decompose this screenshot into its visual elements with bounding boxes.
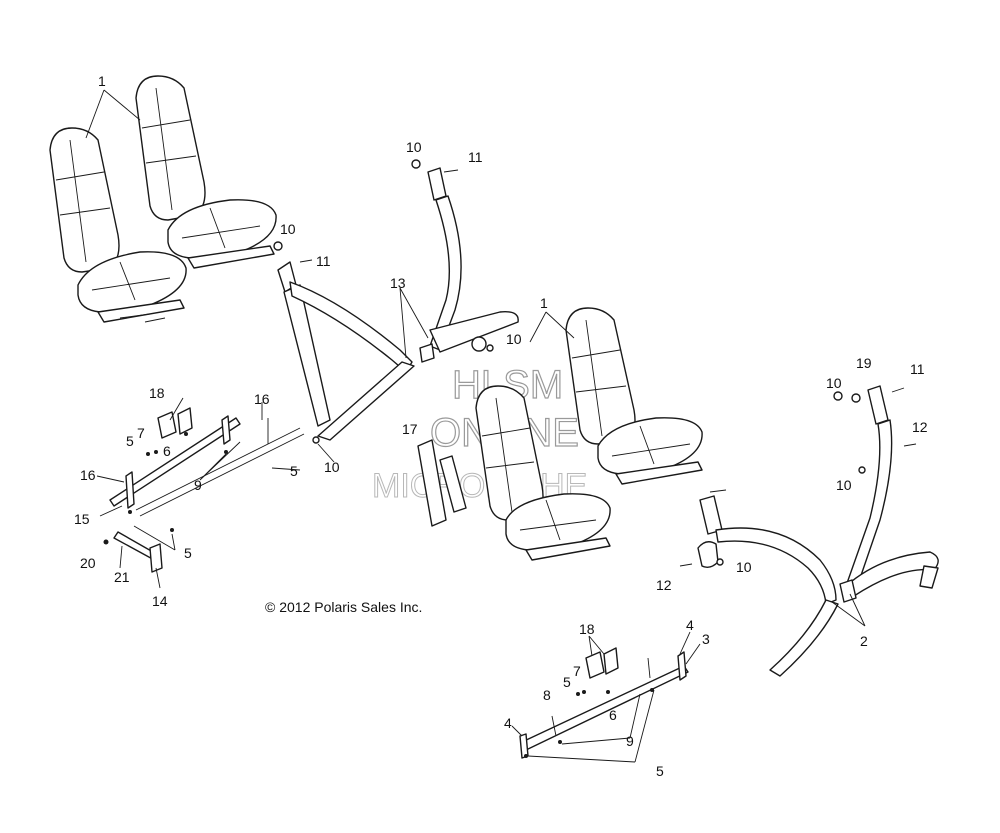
callouts: 1 1 2 3 4 4 5 5 5 5 5 6 6 7 7 8 9 9 10 1…	[74, 73, 928, 779]
callout-10-a: 10	[406, 139, 422, 155]
callout-18-right: 18	[579, 621, 595, 637]
callout-11-a: 11	[468, 149, 483, 165]
callout-5-a: 5	[290, 463, 298, 479]
callout-12-right: 12	[912, 419, 928, 435]
callout-10-d: 10	[324, 459, 340, 475]
callout-9-left: 9	[194, 477, 202, 493]
callout-5-b: 5	[184, 545, 192, 561]
callout-20: 20	[80, 555, 96, 571]
callout-1-middle: 1	[540, 295, 548, 311]
callout-14: 14	[152, 593, 168, 609]
callout-1-top: 1	[98, 73, 106, 89]
callout-3: 3	[702, 631, 710, 647]
callout-10-b: 10	[280, 221, 296, 237]
callout-8: 8	[543, 687, 551, 703]
callout-6-left: 6	[163, 443, 171, 459]
callout-15: 15	[74, 511, 90, 527]
callout-18-left: 18	[149, 385, 165, 401]
callout-4-left: 4	[504, 715, 512, 731]
seat-top-left-rear	[135, 75, 277, 269]
callout-16-left: 16	[80, 467, 96, 483]
callout-10-f: 10	[836, 477, 852, 493]
callout-12-left: 12	[656, 577, 672, 593]
seat-middle-rear	[565, 307, 703, 485]
callout-16-right: 16	[254, 391, 270, 407]
seat-middle-front	[475, 385, 611, 561]
seatbelt-right	[697, 385, 939, 677]
callout-11-c: 11	[910, 361, 925, 377]
callout-19: 19	[856, 355, 872, 371]
callout-6-right: 6	[609, 707, 617, 723]
callout-7-left: 7	[137, 425, 145, 441]
callout-10-g: 10	[736, 559, 752, 575]
callout-17: 17	[402, 421, 418, 437]
callout-10-c: 10	[506, 331, 522, 347]
callout-7-right: 7	[573, 663, 581, 679]
seat-top-left-front	[49, 127, 187, 323]
callout-21: 21	[114, 569, 130, 585]
callout-4-right: 4	[686, 617, 694, 633]
leader-lines	[85, 89, 866, 763]
callout-2: 2	[860, 633, 868, 649]
copyright-notice: © 2012 Polaris Sales Inc.	[265, 599, 422, 615]
rails-right	[519, 647, 689, 759]
hardware	[273, 159, 917, 567]
rails-left	[103, 407, 305, 573]
callout-5-c: 5	[126, 433, 134, 449]
callout-9-right: 9	[626, 733, 634, 749]
callout-10-e: 10	[826, 375, 842, 391]
pads-17	[417, 439, 467, 527]
callout-11-b: 11	[316, 253, 331, 269]
seatbelt-center	[277, 167, 519, 441]
callout-5-d: 5	[563, 674, 571, 690]
callout-13: 13	[390, 275, 406, 291]
callout-5-e: 5	[656, 763, 664, 779]
